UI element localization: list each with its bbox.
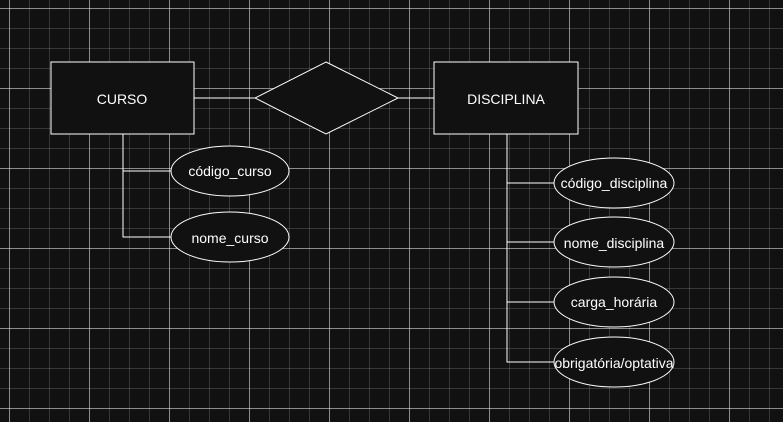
attribute-codigo-disciplina-label: código_disciplina [560, 175, 668, 191]
attribute-obrigatoria-optativa[interactable] [553, 336, 675, 388]
attribute-codigo-disciplina[interactable] [553, 157, 675, 209]
attribute-nome-disciplina-label: nome_disciplina [563, 235, 665, 251]
attribute-nome-curso[interactable] [170, 211, 290, 263]
edge-disciplina-obrigatoria-optativa[interactable] [506, 134, 554, 363]
attribute-nome-disciplina[interactable] [553, 216, 675, 268]
attribute-carga-horaria[interactable] [553, 276, 675, 328]
entity-curso[interactable] [50, 61, 195, 135]
entity-curso-label: CURSO [96, 91, 148, 107]
entity-disciplina-label: DISCIPLINA [467, 91, 545, 107]
attribute-nome-curso-label: nome_curso [191, 230, 269, 246]
attribute-carga-horaria-label: carga_horária [570, 294, 658, 310]
relationship-diamond[interactable] [253, 61, 400, 135]
entity-disciplina[interactable] [433, 61, 579, 135]
attribute-codigo-curso-label: código_curso [188, 163, 272, 179]
attribute-obrigatoria-optativa-label: obrigatória/optativa [554, 355, 674, 371]
attribute-codigo-curso[interactable] [170, 145, 290, 197]
edge-curso-nome-curso[interactable] [122, 134, 171, 238]
